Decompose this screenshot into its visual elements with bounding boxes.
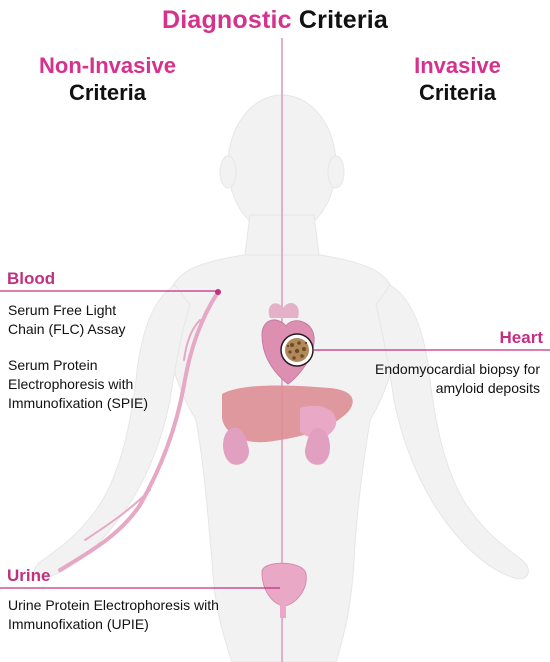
kidney-left [223, 427, 250, 465]
heart-test-biopsy: Endomyocardial biopsy for amyloid deposi… [375, 361, 540, 396]
bladder-organ [261, 562, 307, 618]
title-rest: Criteria [291, 6, 389, 34]
kidney-right [304, 427, 331, 465]
invasive-line1: Invasive [414, 53, 501, 78]
urine-label: Urine [7, 566, 51, 585]
non-invasive-header: Non-Invasive Criteria [15, 52, 200, 106]
invasive-header: Invasive Criteria [365, 52, 550, 106]
heart-label: Heart [499, 328, 543, 347]
blood-test-flc: Serum Free Light Chain (FLC) Assay [8, 302, 126, 337]
page-title: Diagnostic Criteria [0, 6, 550, 35]
non-invasive-line2: Criteria [68, 80, 147, 105]
biopsy-sample-icon [280, 333, 314, 367]
blood-test-spie: Serum Protein Electrophoresis with Immun… [8, 357, 149, 411]
urine-test-upie: Urine Protein Electrophoresis with Immun… [8, 597, 219, 632]
title-accent: Diagnostic [161, 6, 292, 34]
stomach-organ [300, 405, 337, 439]
non-invasive-line1: Non-Invasive [39, 53, 176, 78]
invasive-line2: Criteria [418, 80, 497, 105]
blood-label: Blood [7, 269, 56, 288]
blood-draw-point [215, 289, 221, 295]
blood-vessel [58, 290, 220, 572]
